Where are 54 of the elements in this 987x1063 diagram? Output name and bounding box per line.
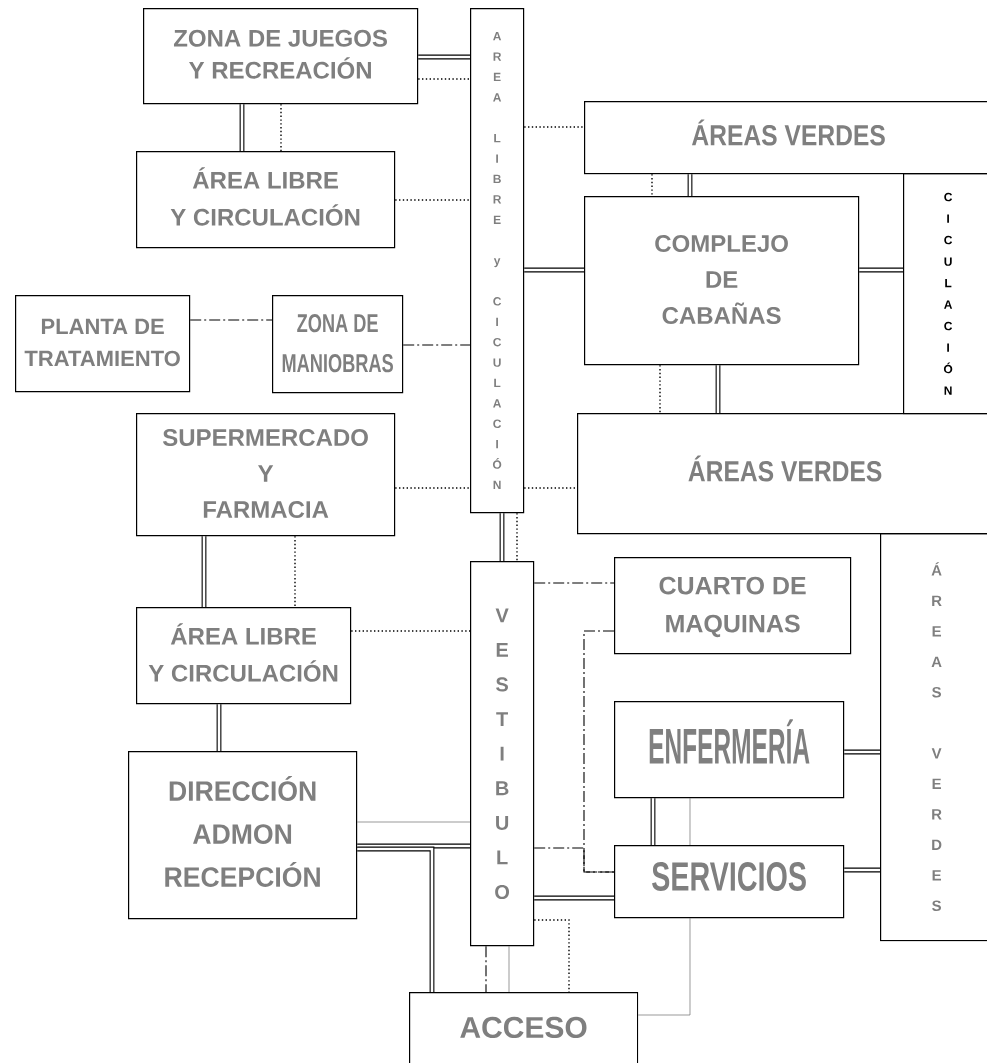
corridor-strip: AREA LIBRE y CICULACIÓN [470, 8, 525, 514]
area-box: ACCESO [409, 992, 639, 1063]
double-line [715, 365, 721, 413]
dotted-line [350, 630, 471, 632]
thin-line [508, 945, 510, 993]
dash-dot-line [189, 319, 273, 321]
dotted-line [523, 126, 585, 128]
area-box: ZONA DE JUEGOS Y RECREACIÓN [143, 8, 419, 105]
area-box: ÁREA LIBRE Y CIRCULACIÓN [136, 151, 396, 249]
thin-line [356, 821, 471, 823]
double-line [687, 174, 693, 196]
dash-dot-line [583, 630, 615, 873]
dotted-line [394, 199, 471, 201]
double-line [357, 846, 435, 992]
corridor-strip: ÁREAS VERDES [880, 533, 987, 942]
double-line [524, 267, 584, 273]
double-line [499, 513, 505, 561]
double-line [534, 895, 614, 901]
dotted-line [659, 364, 661, 414]
double-line [239, 104, 245, 151]
double-line [844, 867, 880, 873]
double-line [859, 267, 903, 273]
area-box: SERVICIOS [614, 845, 845, 919]
area-box: COMPLEJO DE CABAÑAS [584, 196, 860, 366]
dotted-line [394, 487, 471, 489]
thin-line [637, 917, 691, 1016]
double-line [216, 704, 222, 751]
area-box: CUARTO DE MAQUINAS [614, 557, 852, 655]
area-box: ÁREA LIBRE Y CIRCULACIÓN [136, 607, 352, 705]
double-line [201, 536, 207, 607]
dotted-line [523, 487, 578, 489]
dotted-line [516, 512, 518, 562]
area-box: SUPERMERCADO Y FARMACIA [136, 413, 396, 537]
corridor-strip: VESTIBULO [470, 561, 535, 947]
dash-dot-line [533, 847, 615, 873]
corridor-strip: CICULACIÓN [903, 173, 987, 415]
dash-dot-line [402, 344, 471, 346]
dotted-line [417, 78, 471, 80]
dash-dot-line [533, 582, 615, 584]
thin-line [689, 797, 691, 846]
double-line [844, 749, 880, 755]
area-box: ZONA DE MANIOBRAS [272, 295, 404, 394]
double-line [357, 843, 470, 849]
dash-dot-line [485, 945, 487, 993]
area-box: ÁREAS VERDES [584, 101, 987, 175]
area-box: DIRECCIÓN ADMON RECEPCIÓN [128, 751, 358, 920]
dotted-line [651, 173, 653, 197]
dotted-line [294, 535, 296, 608]
double-line [418, 54, 470, 60]
area-box: ÁREAS VERDES [577, 413, 987, 535]
area-box: PLANTA DE TRATAMIENTO [15, 295, 191, 393]
dotted-line [280, 103, 282, 152]
area-box: ENFERMERÍA [614, 701, 845, 799]
double-line [650, 798, 656, 845]
